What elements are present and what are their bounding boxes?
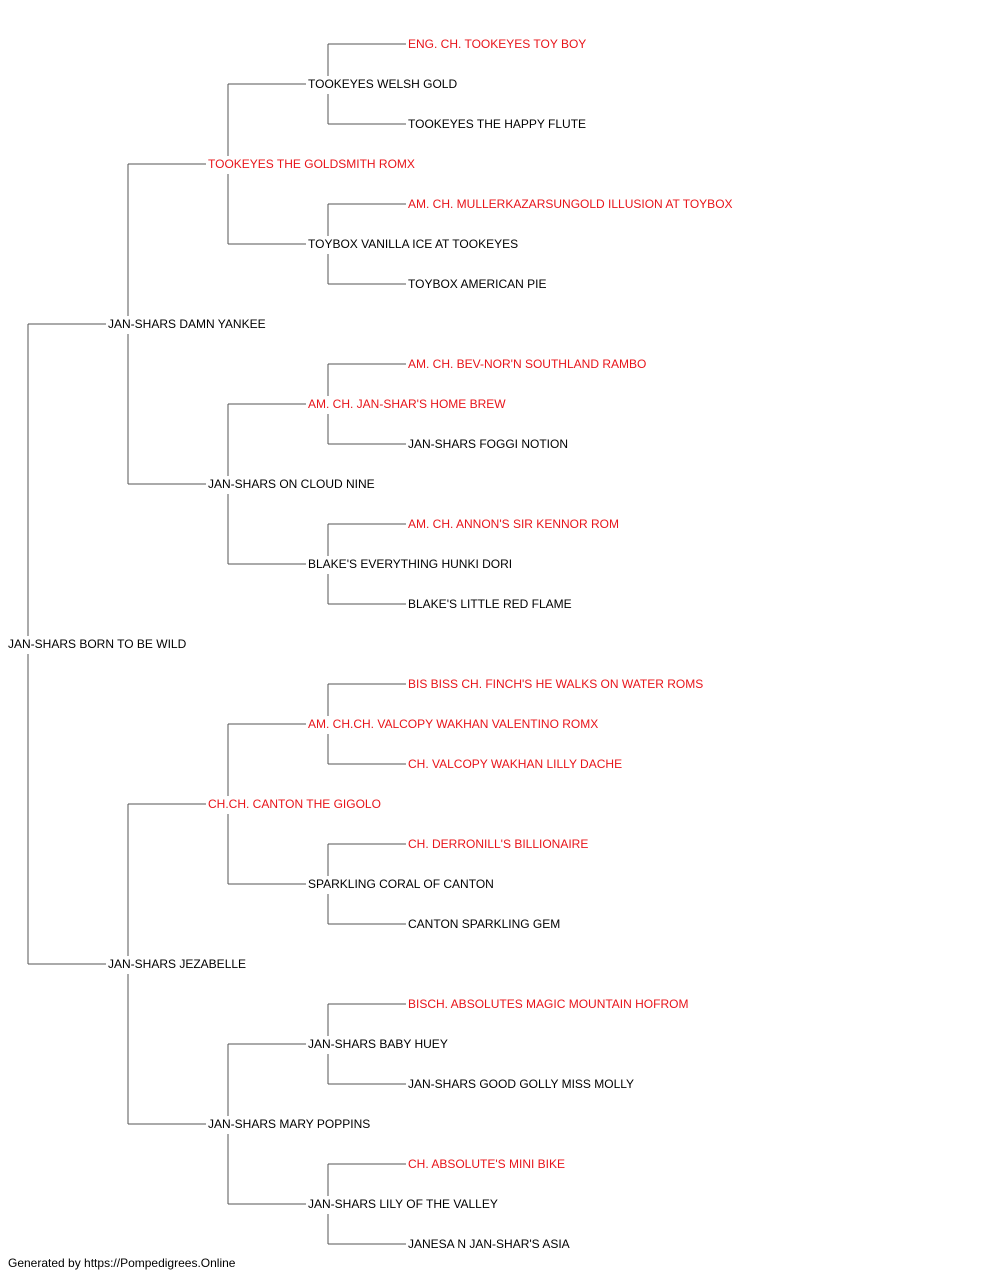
sire-name-gen4: CH. DERRONILL'S BILLIONAIRE: [408, 837, 588, 851]
dam-name-gen4: JANESA N JAN-SHAR'S ASIA: [408, 1237, 570, 1251]
dam-name-gen2: JAN-SHARS MARY POPPINS: [208, 1117, 370, 1131]
sire-name-gen2: TOOKEYES THE GOLDSMITH ROMX: [208, 157, 415, 171]
sire-name-gen4: BISCH. ABSOLUTES MAGIC MOUNTAIN HOFROM: [408, 997, 688, 1011]
dam-name-gen3: BLAKE'S EVERYTHING HUNKI DORI: [308, 557, 512, 571]
dam-name-gen4: TOYBOX AMERICAN PIE: [408, 277, 546, 291]
dog-names: JAN-SHARS BORN TO BE WILD JAN-SHARS DAMN …: [8, 37, 733, 1251]
sire-name-gen4: CH. ABSOLUTE'S MINI BIKE: [408, 1157, 565, 1171]
subject-name-gen0: JAN-SHARS BORN TO BE WILD: [8, 637, 187, 651]
sire-name-gen3: JAN-SHARS BABY HUEY: [308, 1037, 448, 1051]
footer-credit: Generated by https://Pompedigrees.Online: [8, 1256, 236, 1270]
sire-name-gen3: TOOKEYES WELSH GOLD: [308, 77, 457, 91]
dam-name-gen3: JAN-SHARS LILY OF THE VALLEY: [308, 1197, 498, 1211]
sire-name-gen4: AM. CH. ANNON'S SIR KENNOR ROM: [408, 517, 619, 531]
dam-name-gen3: TOYBOX VANILLA ICE AT TOOKEYES: [308, 237, 518, 251]
dam-name-gen3: SPARKLING CORAL OF CANTON: [308, 877, 494, 891]
dam-name-gen4: CANTON SPARKLING GEM: [408, 917, 560, 931]
sire-name-gen4: ENG. CH. TOOKEYES TOY BOY: [408, 37, 586, 51]
dam-name-gen4: JAN-SHARS FOGGI NOTION: [408, 437, 568, 451]
sire-name-gen3: AM. CH. JAN-SHAR'S HOME BREW: [308, 397, 506, 411]
sire-name-gen3: AM. CH.CH. VALCOPY WAKHAN VALENTINO ROMX: [308, 717, 598, 731]
sire-name-gen1: JAN-SHARS DAMN YANKEE: [108, 317, 266, 331]
sire-name-gen4: AM. CH. MULLERKAZARSUNGOLD ILLUSION AT T…: [408, 197, 733, 211]
dam-name-gen4: BLAKE'S LITTLE RED FLAME: [408, 597, 572, 611]
sire-name-gen2: CH.CH. CANTON THE GIGOLO: [208, 797, 381, 811]
dam-name-gen1: JAN-SHARS JEZABELLE: [108, 957, 246, 971]
connector-lines: [27, 43, 406, 1245]
dam-name-gen2: JAN-SHARS ON CLOUD NINE: [208, 477, 375, 491]
sire-name-gen4: AM. CH. BEV-NOR'N SOUTHLAND RAMBO: [408, 357, 646, 371]
dam-name-gen4: JAN-SHARS GOOD GOLLY MISS MOLLY: [408, 1077, 634, 1091]
dam-name-gen4: TOOKEYES THE HAPPY FLUTE: [408, 117, 586, 131]
dam-name-gen4: CH. VALCOPY WAKHAN LILLY DACHE: [408, 757, 622, 771]
sire-name-gen4: BIS BISS CH. FINCH'S HE WALKS ON WATER R…: [408, 677, 703, 691]
